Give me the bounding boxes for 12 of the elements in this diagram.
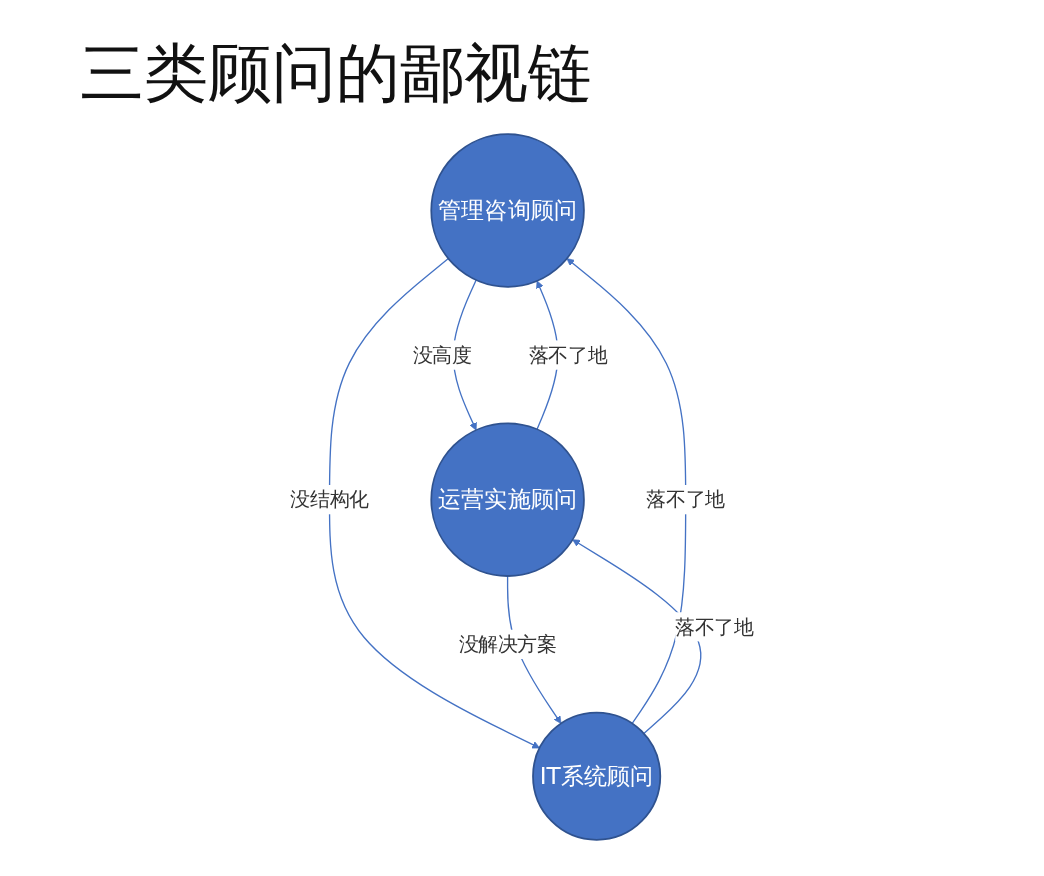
title: 三类顾问的鄙视链 [80,35,592,112]
edge-label: 没高度 [412,343,472,367]
arrow [328,257,540,749]
node-circle: IT系统顾问 [532,711,662,841]
arrow [566,258,687,725]
edge-label: 落不了地 [646,488,725,511]
node-circle: 运营实施顾问 [430,422,585,577]
edge-label: 落不了地 [675,615,754,639]
edge-label: 没解决方案 [458,633,557,656]
node-circle: 管理咨询顾问 [430,133,585,288]
edge-label: 没结构化 [290,488,369,511]
edge-label: 落不了地 [528,343,608,367]
